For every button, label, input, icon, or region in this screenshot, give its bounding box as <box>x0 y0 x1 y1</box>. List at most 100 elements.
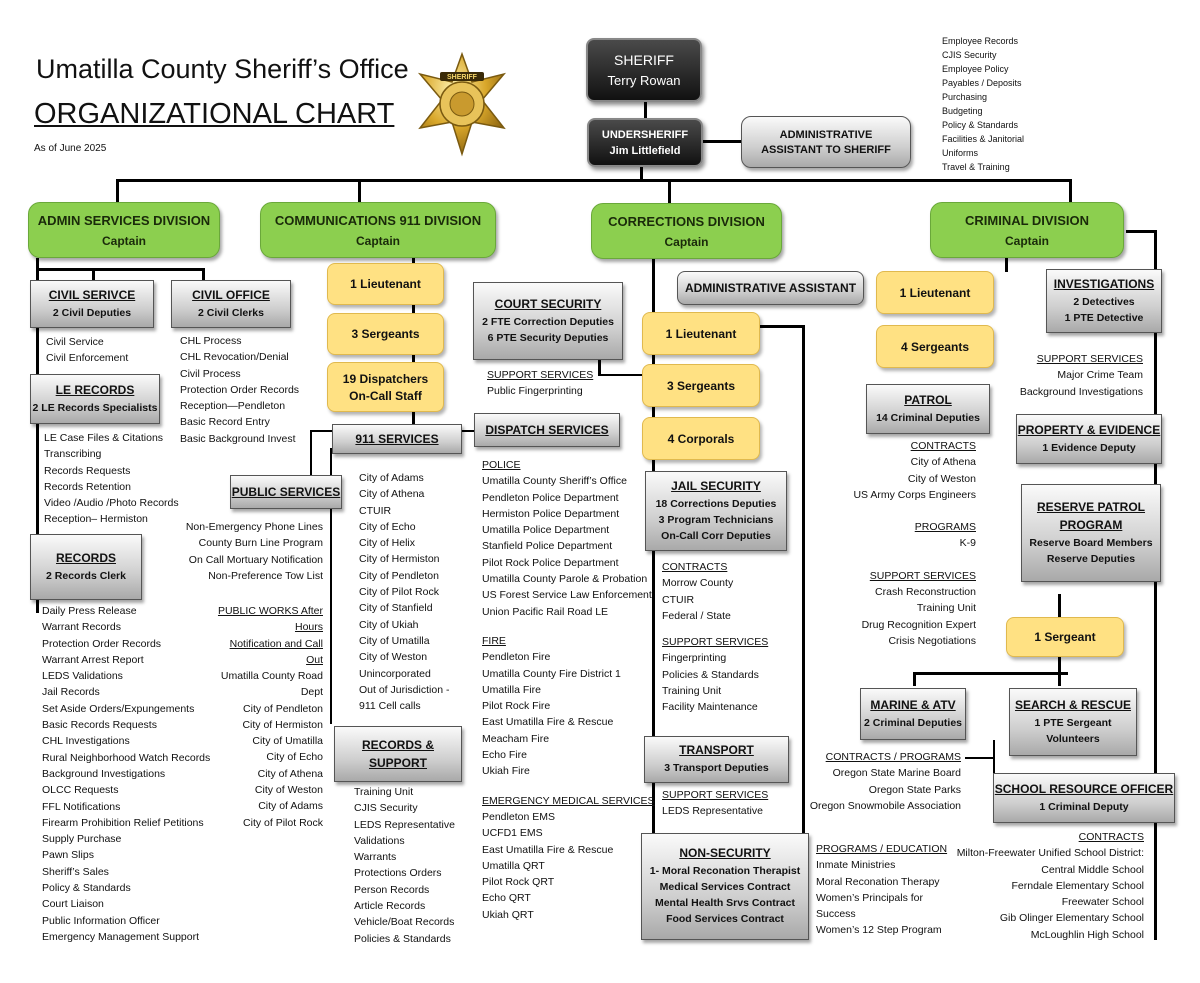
list-item: CJIS Security <box>942 50 997 60</box>
investigations-box[interactable]: INVESTIGATIONS 2 Detectives 1 PTE Detect… <box>1046 269 1162 333</box>
911-services-box[interactable]: 911 SERVICES <box>332 424 462 454</box>
list-item: FFL Notifications <box>42 800 121 813</box>
public-services-list: Non-Emergency Phone Lines County Burn Li… <box>186 519 323 584</box>
list-item: Umatilla County Sheriff’s Office <box>482 475 627 488</box>
list-item: City of Helix <box>359 537 416 550</box>
list-item: City of Echo <box>359 520 416 533</box>
police-label: POLICE <box>482 459 521 471</box>
comm-lieutenant-box[interactable]: 1 Lieutenant <box>327 263 444 305</box>
dispatch-services-box[interactable]: DISPATCH SERVICES <box>474 413 620 447</box>
public-works-heading: PUBLIC WORKS After Hours Notification an… <box>218 603 323 668</box>
dispatch-services-list: POLICE Umatilla County Sheriff’s Office … <box>482 457 655 923</box>
box-staff: 3 Program Technicians <box>658 513 774 526</box>
box-title: CIVIL OFFICE <box>192 287 270 302</box>
comm-dispatchers-box[interactable]: 19 Dispatchers On-Call Staff <box>327 362 444 412</box>
box-title-line2: SUPPORT <box>368 756 427 770</box>
reserve-patrol-box[interactable]: RESERVE PATROL PROGRAM Reserve Board Mem… <box>1021 484 1161 582</box>
box-staff: 2 FTE Correction Deputies <box>482 315 614 328</box>
list-item: Supply Purchase <box>42 833 122 846</box>
box-title: SEARCH & RESCUE <box>1014 697 1131 712</box>
list-item: Basic Records Requests <box>42 719 157 732</box>
crim-lieutenant-box[interactable]: 1 Lieutenant <box>876 271 994 314</box>
list-item: Purchasing <box>942 92 988 102</box>
list-item: Warrant Arrest Report <box>42 653 144 666</box>
list-item: Echo QRT <box>482 892 531 905</box>
box-staff: 2 Civil Deputies <box>52 306 132 319</box>
contracts-label: CONTRACTS / PROGRAMS <box>825 751 961 763</box>
court-security-box[interactable]: COURT SECURITY 2 FTE Correction Deputies… <box>473 282 623 360</box>
civil-service-list: Civil Service Civil Enforcement <box>46 334 128 367</box>
box-staff: 6 PTE Security Deputies <box>487 331 609 344</box>
le-records-list: LE Case Files & Citations Transcribing R… <box>44 430 179 528</box>
corr-division-box[interactable]: CORRECTIONS DIVISION Captain <box>591 203 782 259</box>
box-staff: 1 Evidence Deputy <box>1042 441 1136 454</box>
undersheriff-box[interactable]: UNDERSHERIFF Jim Littlefield <box>587 118 703 167</box>
sro-contracts: CONTRACTS Milton-Freewater Unified Schoo… <box>957 829 1144 943</box>
dispatchers-oncall: On-Call Staff <box>349 388 422 403</box>
crim-sergeants-box[interactable]: 4 Sergeants <box>876 325 994 368</box>
comm-sergeants-box[interactable]: 3 Sergeants <box>327 313 444 355</box>
list-item: Background Investigations <box>42 767 166 780</box>
list-item: Validations <box>354 834 405 847</box>
list-item: Non-Preference Tow List <box>208 569 323 582</box>
list-item: Inmate Ministries <box>816 859 896 872</box>
search-rescue-box[interactable]: SEARCH & RESCUE 1 PTE Sergeant Volunteer… <box>1009 688 1137 756</box>
civil-service-box[interactable]: CIVIL SERIVCE 2 Civil Deputies <box>30 280 154 328</box>
list-item: Policy & Standards <box>42 882 131 895</box>
admin-division-box[interactable]: ADMIN SERVICES DIVISION Captain <box>28 202 220 258</box>
comm-division-box[interactable]: COMMUNICATIONS 911 DIVISION Captain <box>260 202 496 258</box>
division-title: CRIMINAL DIVISION <box>965 212 1089 228</box>
list-item: Umatilla QRT <box>482 859 545 872</box>
list-item: Success <box>816 908 856 921</box>
list-item: Payables / Deposits <box>942 78 1022 88</box>
le-records-box[interactable]: LE RECORDS 2 LE Records Specialists <box>30 374 160 424</box>
undersheriff-name: Jim Littlefield <box>609 144 681 157</box>
box-staff: 1 PTE Sergeant <box>1034 716 1112 729</box>
box-staff: 1- Moral Reconation Therapist <box>649 865 801 877</box>
list-item: Morrow County <box>662 577 734 590</box>
list-item: East Umatilla Fire & Rescue <box>482 716 614 729</box>
911-services-list: City of Adams City of Athena CTUIR City … <box>359 470 449 714</box>
undersheriff-title: UNDERSHERIFF <box>601 128 689 141</box>
civil-office-box[interactable]: CIVIL OFFICE 2 Civil Clerks <box>171 280 291 328</box>
corr-lieutenant-box[interactable]: 1 Lieutenant <box>642 312 760 355</box>
list-item: Pilot Rock Fire <box>482 700 551 713</box>
list-item: Reception– Hermiston <box>44 513 148 526</box>
non-security-box[interactable]: NON-SECURITY 1- Moral Reconation Therapi… <box>641 833 809 940</box>
list-item: Pilot Rock QRT <box>482 876 555 889</box>
list-item: City of Weston <box>907 472 976 485</box>
transport-support: SUPPORT SERVICES LEDS Representative <box>662 787 768 820</box>
patrol-box[interactable]: PATROL 14 Criminal Deputies <box>866 384 990 434</box>
list-item: Unincorporated <box>359 667 431 680</box>
list-item: Out of Jurisdiction - <box>359 683 450 696</box>
corr-sergeants-box[interactable]: 3 Sergeants <box>642 364 760 407</box>
list-item: City of Umatilla <box>359 634 430 647</box>
school-resource-officer-box[interactable]: SCHOOL RESOURCE OFFICER 1 Criminal Deput… <box>993 773 1175 823</box>
list-item: CTUIR <box>662 593 695 606</box>
list-item: Central Middle School <box>1041 863 1144 876</box>
admin-assistant-sheriff-box[interactable]: ADMINISTRATIVE ASSISTANT TO SHERIFF <box>741 116 911 168</box>
box-staff: Mental Health Srvs Contract <box>654 897 796 909</box>
records-support-box[interactable]: RECORDS & SUPPORT <box>334 726 462 782</box>
list-item: Union Pacific Rail Road LE <box>482 605 609 618</box>
sheriff-box[interactable]: SHERIFF Terry Rowan <box>586 38 702 102</box>
list-item: City of Hermiston <box>242 718 323 731</box>
list-item: Employee Records <box>942 36 1019 46</box>
property-evidence-box[interactable]: PROPERTY & EVIDENCE 1 Evidence Deputy <box>1016 414 1162 464</box>
public-services-box[interactable]: PUBLIC SERVICES <box>230 475 342 509</box>
transport-box[interactable]: TRANSPORT 3 Transport Deputies <box>644 736 789 783</box>
list-item: Public Information Officer <box>42 914 160 927</box>
corr-admin-assistant-box[interactable]: ADMINISTRATIVE ASSISTANT <box>677 271 864 305</box>
list-item: Umatilla County Fire District 1 <box>482 667 621 680</box>
box-staff: Reserve Deputies <box>1046 552 1136 565</box>
crim-division-box[interactable]: CRIMINAL DIVISION Captain <box>930 202 1124 258</box>
jail-security-box[interactable]: JAIL SECURITY 18 Corrections Deputies 3 … <box>645 471 787 551</box>
org-title: Umatilla County Sheriff’s Office <box>36 54 409 84</box>
crim-one-sergeant-box[interactable]: 1 Sergeant <box>1006 617 1124 657</box>
corr-corporals-box[interactable]: 4 Corporals <box>642 417 760 460</box>
dispatchers-count: 19 Dispatchers <box>342 371 429 386</box>
marine-atv-box[interactable]: MARINE & ATV 2 Criminal Deputies <box>860 688 966 740</box>
list-item: Ferndale Elementary School <box>1011 879 1145 892</box>
records-box[interactable]: RECORDS 2 Records Clerk <box>30 534 142 600</box>
list-item: K-9 <box>959 537 976 550</box>
